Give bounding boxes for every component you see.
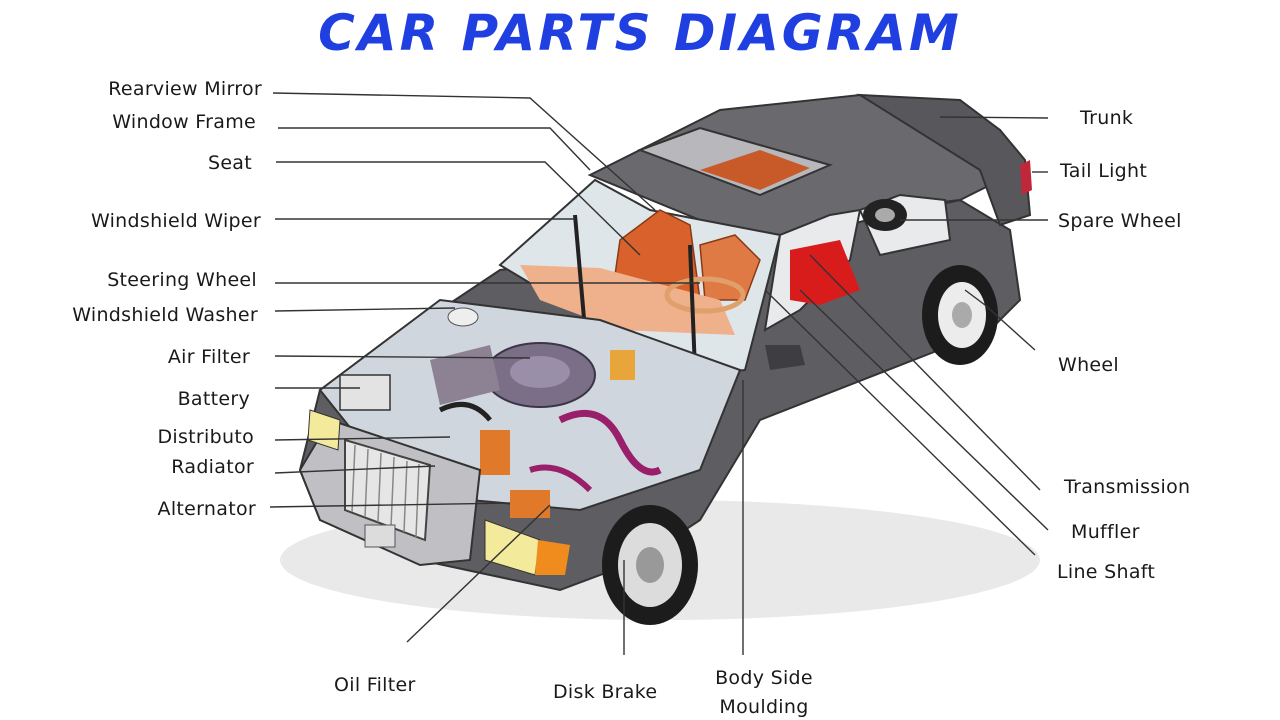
license-plate xyxy=(364,524,396,548)
side-mirror xyxy=(765,345,805,370)
label-distributor: Distributo xyxy=(157,426,254,448)
label-radiator: Radiator xyxy=(171,456,254,478)
label-transmission: Transmission xyxy=(1064,476,1191,498)
leader-lines xyxy=(269,92,1049,655)
leader-window-frame xyxy=(278,127,591,171)
leader-rearview-mirror xyxy=(272,92,656,211)
distributor-shape xyxy=(480,430,510,475)
label-tail-light: Tail Light xyxy=(1060,160,1148,182)
engine-part-yellow xyxy=(610,350,635,380)
label-steering-wheel: Steering Wheel xyxy=(107,269,257,291)
label-disk-brake: Disk Brake xyxy=(553,681,658,703)
leader-trunk xyxy=(939,116,1049,119)
battery-shape xyxy=(339,374,391,411)
leader-seat xyxy=(276,161,641,256)
wiper-left xyxy=(573,214,587,331)
leader-windshield-washer xyxy=(274,307,456,312)
leader-alternator xyxy=(269,502,511,508)
leader-distributor xyxy=(274,436,451,441)
label-alternator: Alternator xyxy=(157,498,256,520)
headlight-left xyxy=(307,409,341,451)
alternator-shape xyxy=(510,490,550,518)
label-body-side-moulding-line1: Body Side xyxy=(715,667,813,689)
leader-muffler xyxy=(799,289,1049,531)
air-intake xyxy=(430,345,500,405)
engine-hose xyxy=(558,409,662,476)
label-windshield-washer: Windshield Washer xyxy=(72,304,258,326)
label-body-side-moulding-line2: Moulding xyxy=(719,696,809,718)
label-oil-filter: Oil Filter xyxy=(334,674,416,696)
label-air-filter: Air Filter xyxy=(167,346,250,368)
leader-air-filter xyxy=(274,355,531,359)
leader-transmission xyxy=(809,254,1041,491)
steering-wheel-shape xyxy=(664,276,746,314)
seat-passenger xyxy=(699,234,761,301)
leader-oil-filter xyxy=(406,504,551,643)
turn-signal xyxy=(535,540,570,575)
grille xyxy=(344,438,432,542)
label-muffler: Muffler xyxy=(1071,521,1140,543)
label-wheel: Wheel xyxy=(1058,354,1119,376)
washer-reservoir xyxy=(447,307,479,327)
leader-line-shaft xyxy=(764,289,1036,556)
label-line-shaft: Line Shaft xyxy=(1057,561,1156,583)
page-title: CAR PARTS DIAGRAM xyxy=(318,4,962,62)
label-rearview-mirror: Rearview Mirror xyxy=(108,78,262,100)
label-windshield-wiper: Windshield Wiper xyxy=(90,210,261,232)
label-trunk: Trunk xyxy=(1080,107,1134,129)
leader-radiator xyxy=(274,465,436,474)
tail-light xyxy=(1020,160,1032,195)
label-spare-wheel: Spare Wheel xyxy=(1058,210,1182,232)
leader-wheel xyxy=(964,289,1036,351)
wiper-right xyxy=(688,244,697,371)
label-window-frame: Window Frame xyxy=(112,111,256,133)
label-battery: Battery xyxy=(177,388,250,410)
sunroof-seat-view xyxy=(700,150,810,190)
label-seat: Seat xyxy=(207,152,252,174)
